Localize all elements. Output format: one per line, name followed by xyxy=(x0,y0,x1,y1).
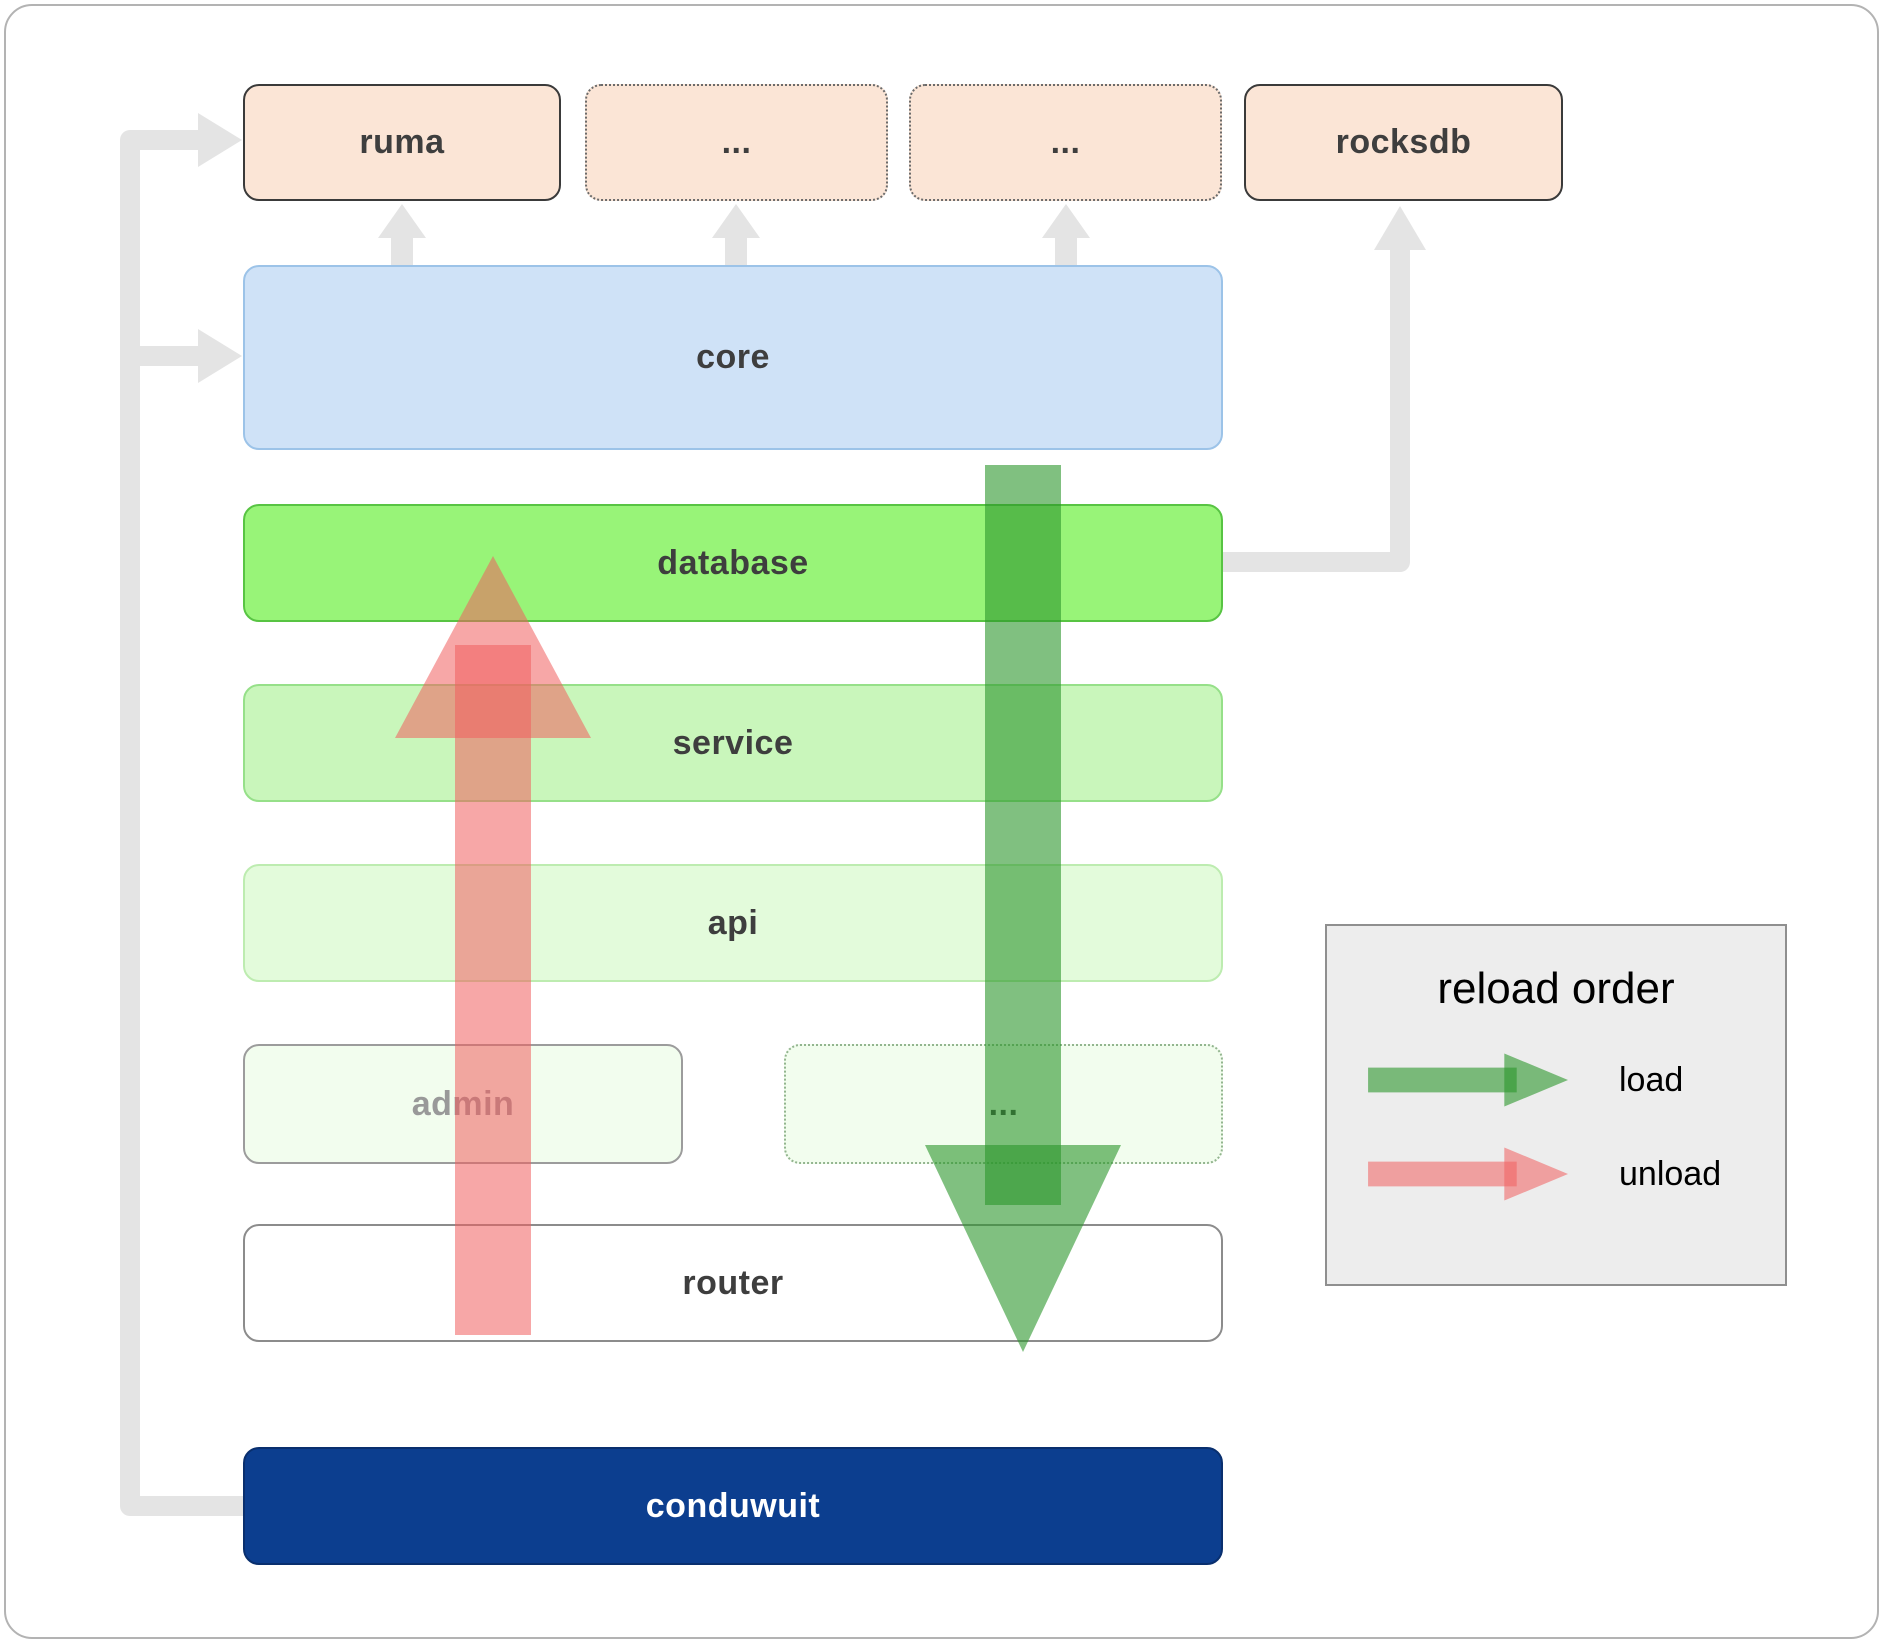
box-database-label: database xyxy=(657,543,809,582)
database-to-rocksdb-arrowhead xyxy=(1374,206,1426,250)
box-api: api xyxy=(243,864,1223,982)
box-dots-top-left-label: ... xyxy=(721,123,752,161)
conduwuit-to-core-arrowhead xyxy=(198,329,242,383)
box-core: core xyxy=(243,265,1223,450)
database-to-rocksdb-arrow xyxy=(1223,248,1410,572)
conduwuit-to-ruma-arrow xyxy=(120,130,245,1516)
load-arrow-icon xyxy=(1368,1053,1568,1107)
box-api-label: api xyxy=(707,903,759,942)
unload-label: unload xyxy=(1619,1154,1722,1193)
box-database: database xyxy=(243,504,1223,622)
load-label: load xyxy=(1619,1060,1684,1099)
box-dots-top-right: ... xyxy=(909,84,1222,201)
box-admin: admin xyxy=(243,1044,683,1164)
box-conduwuit-label: conduwuit xyxy=(645,1486,821,1525)
box-service: service xyxy=(243,684,1223,802)
core-to-dots-right-arrow xyxy=(1042,204,1090,267)
core-to-ruma-arrow xyxy=(378,204,426,267)
box-dots-top-left: ... xyxy=(585,84,888,201)
box-dots-middle-label: ... xyxy=(988,1084,1019,1123)
box-admin-label: admin xyxy=(411,1084,515,1123)
unload-arrow-icon xyxy=(1368,1147,1568,1201)
box-ruma-label: ruma xyxy=(359,123,445,161)
box-dots-middle: ... xyxy=(784,1044,1223,1164)
legend-row-load: load xyxy=(1361,1044,1785,1116)
box-router: router xyxy=(243,1224,1223,1342)
box-router-label: router xyxy=(682,1263,784,1302)
legend-row-unload: unload xyxy=(1361,1138,1785,1210)
conduwuit-to-ruma-arrowhead xyxy=(198,113,242,167)
box-service-label: service xyxy=(672,723,794,762)
box-dots-top-right-label: ... xyxy=(1050,123,1081,161)
core-to-dots-left-arrow xyxy=(712,204,760,267)
legend: reload order load unload xyxy=(1325,924,1787,1286)
box-rocksdb: rocksdb xyxy=(1244,84,1563,201)
box-core-label: core xyxy=(696,338,770,376)
box-conduwuit: conduwuit xyxy=(243,1447,1223,1565)
box-rocksdb-label: rocksdb xyxy=(1335,123,1472,161)
box-ruma: ruma xyxy=(243,84,561,201)
legend-title: reload order xyxy=(1437,964,1675,1013)
